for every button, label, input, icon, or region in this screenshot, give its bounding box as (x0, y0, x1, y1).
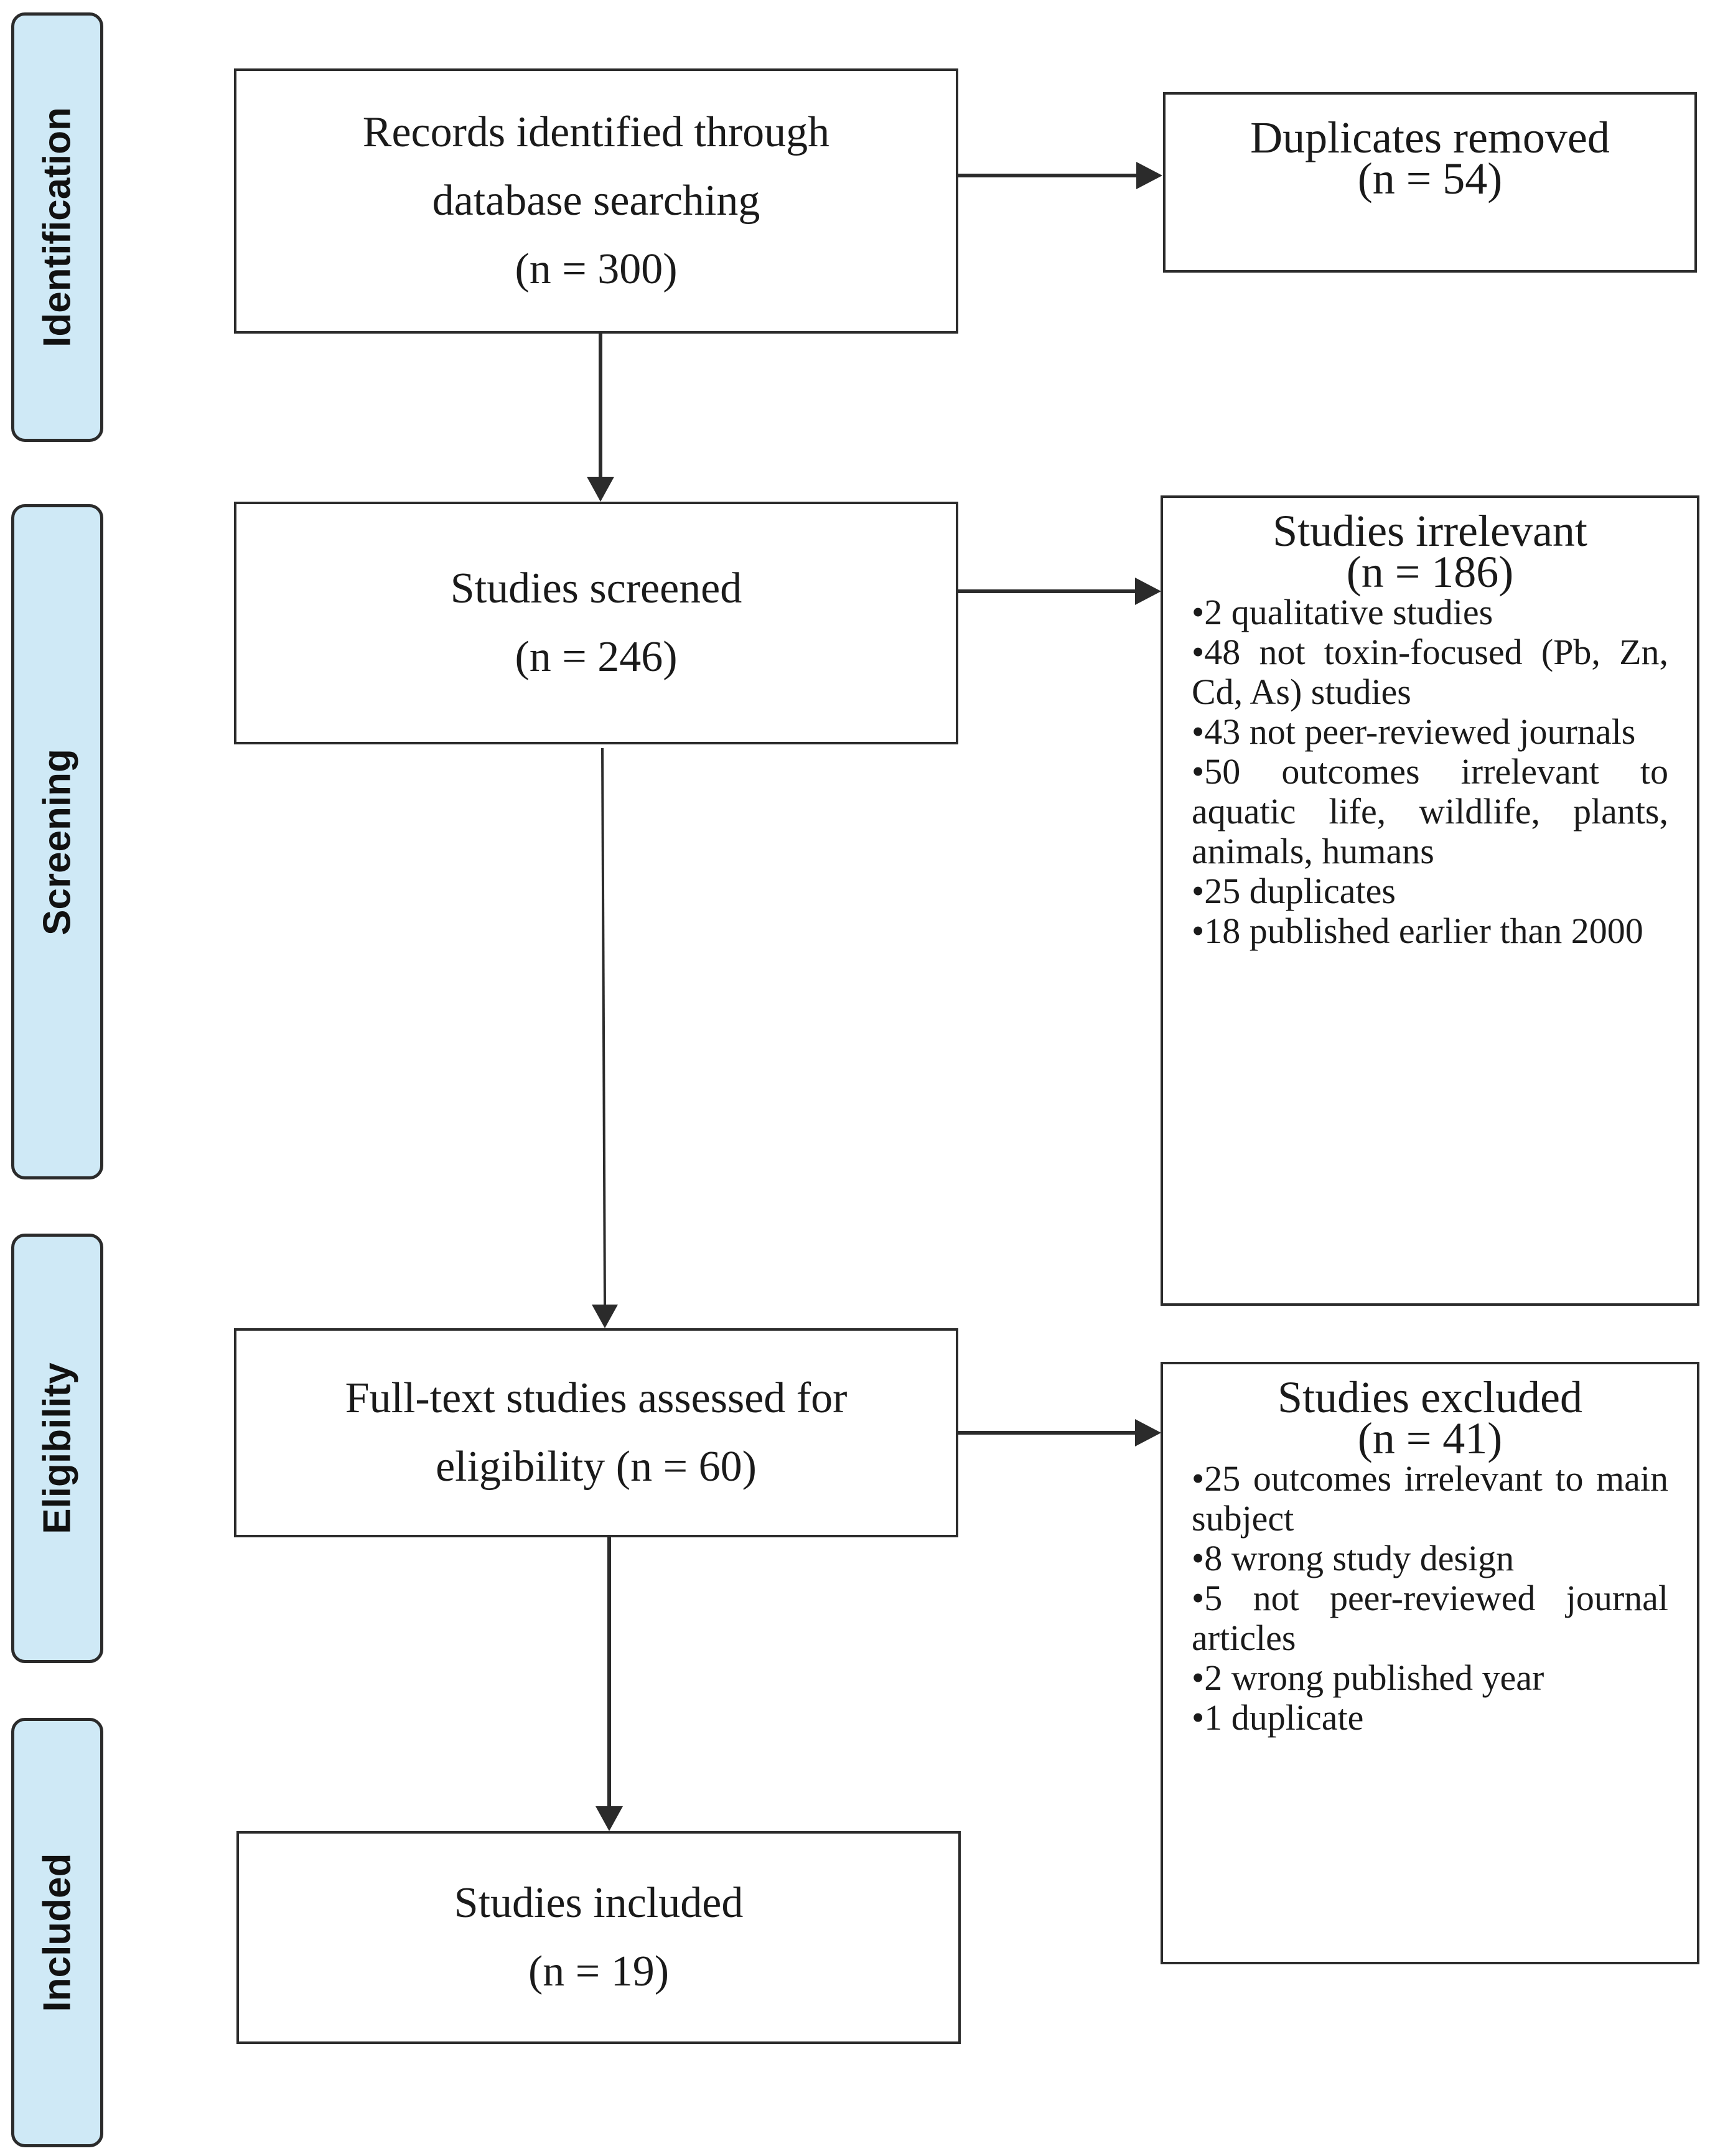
records-identified-line2: database searching (432, 177, 760, 225)
studies-irrelevant-list: •2 qualitative studies •48 not toxin-foc… (1192, 593, 1668, 951)
list-item: •8 wrong study design (1192, 1538, 1515, 1578)
list-item: •2 wrong published year (1192, 1657, 1544, 1698)
full-text-line1: Full-text studies assessed for (345, 1374, 848, 1422)
full-text-line2: eligibility (n = 60) (436, 1443, 757, 1491)
duplicates-removed-box: Duplicates removed (n = 54) (1163, 92, 1697, 273)
list-item: •48 not toxin-focused (Pb, Zn, Cd, As) s… (1192, 632, 1668, 712)
arrowhead-included (596, 1806, 623, 1831)
duplicates-removed-title: Duplicates removed (1250, 113, 1610, 162)
studies-included-box: Studies included (n = 19) (236, 1831, 961, 2044)
stage-screening: Screening (11, 504, 103, 1179)
studies-excluded-box: Studies excluded (n = 41) •25 outcomes i… (1161, 1362, 1699, 1964)
records-identified-box: Records identified through database sear… (234, 68, 958, 334)
studies-included-count: (n = 19) (528, 1947, 670, 1995)
stage-included: Included (11, 1718, 103, 2147)
full-text-box: Full-text studies assessed for eligibili… (234, 1328, 958, 1537)
studies-irrelevant-title: Studies irrelevant (1273, 506, 1587, 556)
arrow-to-full-text (601, 748, 606, 1308)
list-item: •1 duplicate (1192, 1697, 1364, 1738)
studies-screened-title: Studies screened (450, 565, 742, 612)
arrowhead-excluded (1135, 1419, 1161, 1446)
list-item: •5 not peer-reviewed journal articles (1192, 1578, 1668, 1658)
records-identified-count: (n = 300) (515, 245, 678, 293)
arrowhead-full-text (592, 1305, 618, 1328)
arrowhead-irrelevant (1135, 578, 1161, 605)
list-item: •25 duplicates (1192, 871, 1396, 911)
records-identified-line1: Records identified through (362, 108, 830, 156)
studies-irrelevant-box: Studies irrelevant (n = 186) •2 qualitat… (1161, 495, 1699, 1306)
studies-included-title: Studies included (454, 1879, 744, 1927)
studies-screened-box: Studies screened (n = 246) (234, 502, 958, 744)
studies-excluded-title: Studies excluded (1278, 1372, 1582, 1422)
list-item: •43 not peer-reviewed journals (1192, 711, 1636, 752)
arrowhead-screened (587, 477, 614, 502)
list-item: •18 published earlier than 2000 (1192, 911, 1643, 951)
list-item: •25 outcomes irrelevant to main subject (1192, 1458, 1668, 1539)
studies-irrelevant-count: (n = 186) (1346, 547, 1514, 597)
studies-screened-count: (n = 246) (515, 633, 678, 681)
stage-identification: Identification (11, 12, 103, 442)
list-item: •2 qualitative studies (1192, 592, 1493, 632)
studies-excluded-list: •25 outcomes irrelevant to main subject … (1192, 1459, 1668, 1738)
arrowhead-duplicates (1136, 162, 1162, 189)
list-item: •50 outcomes irrelevant to aquatic life,… (1192, 751, 1668, 871)
duplicates-removed-count: (n = 54) (1357, 154, 1503, 204)
stage-eligibility: Eligibility (11, 1234, 103, 1663)
studies-excluded-count: (n = 41) (1357, 1413, 1503, 1463)
